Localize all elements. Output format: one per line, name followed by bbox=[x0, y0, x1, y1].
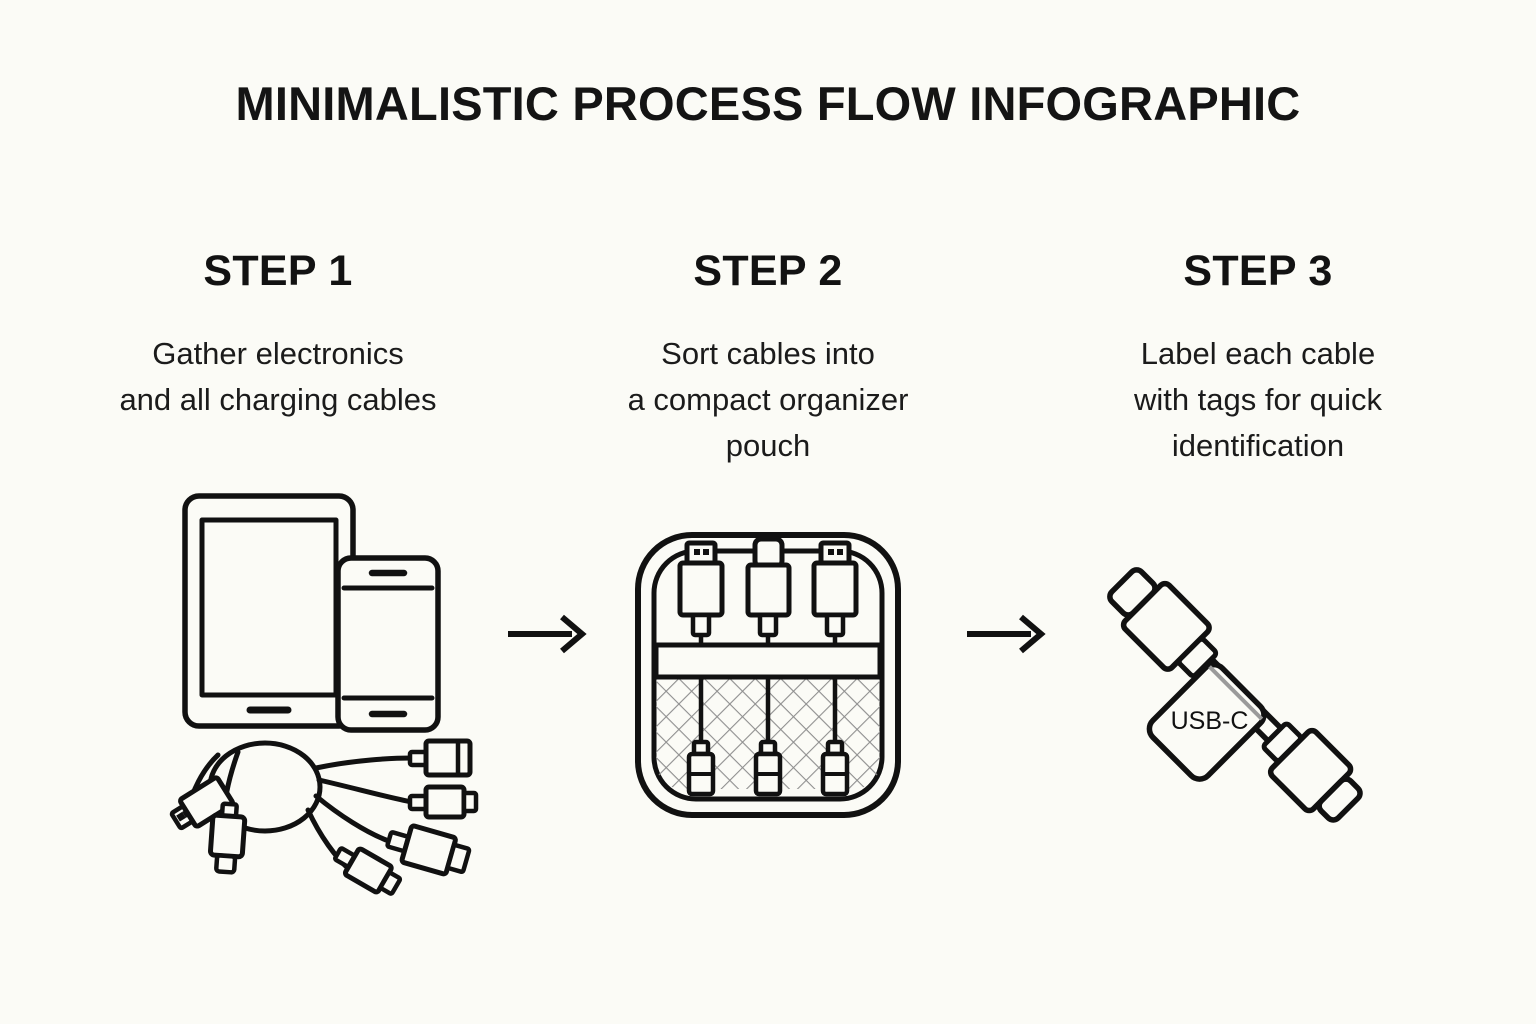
pouch-top-connectors bbox=[677, 536, 859, 638]
cable-label-text: USB-C bbox=[1171, 707, 1249, 735]
step-2-description-line-2: a compact organizer bbox=[627, 381, 909, 417]
step-3-description-line-1: Label each cable bbox=[1140, 336, 1376, 371]
pouch-bottom-connector-2 bbox=[753, 739, 783, 797]
step-3-description-line-3: identification bbox=[1171, 427, 1345, 463]
step-3-description-line-2: with tags for quick bbox=[1133, 381, 1383, 417]
step-3-heading: STEP 3 bbox=[1183, 247, 1333, 295]
illustration-organizer-pouch bbox=[628, 525, 908, 825]
step-2-description-line-3: pouch bbox=[725, 427, 811, 463]
usb-a-connector-left bbox=[677, 540, 725, 638]
step-1-description-line-2: and all charging cables bbox=[119, 381, 437, 417]
tablet-icon bbox=[182, 493, 356, 729]
step-1-heading: STEP 1 bbox=[203, 247, 353, 295]
step-2-description: Sort cables into a compact organizer pou… bbox=[523, 331, 1013, 469]
arrow-right-icon-step2-step3 bbox=[965, 612, 1051, 656]
usb-c-plug-top bbox=[1107, 567, 1219, 679]
usb-c-connector-middle bbox=[745, 536, 792, 638]
cable-label-tag: USB-C bbox=[1146, 661, 1267, 782]
step-column-3: STEP 3 Label each cable with tags for qu… bbox=[1013, 250, 1503, 469]
step-1-description: Gather electronics and all charging cabl… bbox=[33, 331, 523, 423]
usb-a-connector-right bbox=[811, 540, 859, 638]
page-title: MINIMALISTIC PROCESS FLOW INFOGRAPHIC bbox=[235, 77, 1301, 130]
step-column-1: STEP 1 Gather electronics and all chargi… bbox=[33, 250, 523, 423]
illustration-labelled-cable: USB-C bbox=[1080, 525, 1380, 855]
multi-head-charging-cable-icon bbox=[169, 738, 479, 896]
step-3-description: Label each cable with tags for quick ide… bbox=[1013, 331, 1503, 469]
step-2-description-line-1: Sort cables into bbox=[661, 336, 875, 371]
pouch-elastic-band bbox=[653, 642, 883, 680]
pouch-bottom-connector-3 bbox=[820, 739, 850, 797]
step-1-description-line-1: Gather electronics bbox=[152, 336, 404, 371]
illustration-tablet-phone-cables bbox=[140, 480, 520, 896]
step-column-2: STEP 2 Sort cables into a compact organi… bbox=[523, 250, 1013, 469]
smartphone-icon bbox=[335, 555, 441, 733]
pouch-bottom-connectors bbox=[686, 739, 850, 797]
usb-c-plug-bottom bbox=[1261, 721, 1363, 823]
steps-row: STEP 1 Gather electronics and all chargi… bbox=[0, 250, 1536, 580]
arrow-right-icon-step1-step2 bbox=[506, 612, 592, 656]
pouch-bottom-connector-1 bbox=[686, 739, 716, 797]
step-2-heading: STEP 2 bbox=[693, 247, 843, 295]
